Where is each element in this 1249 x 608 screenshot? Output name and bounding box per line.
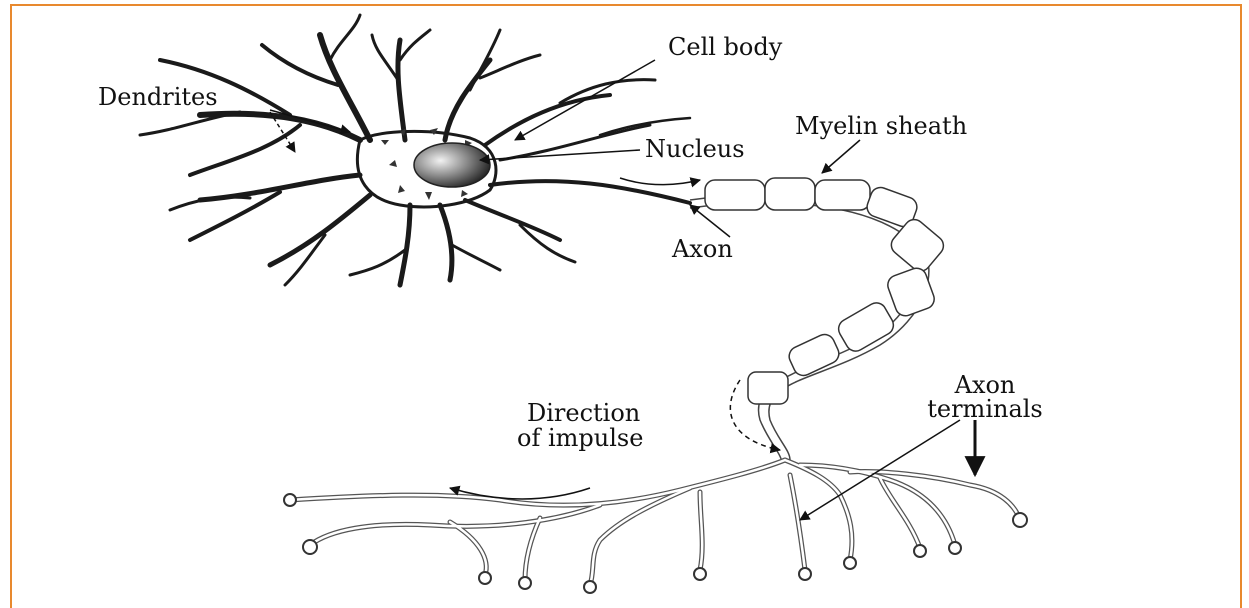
label-axon: Axon: [672, 236, 733, 262]
axon-terminals: [290, 460, 1020, 585]
label-myelin-sheath: Myelin sheath: [795, 113, 967, 139]
nucleus-shape: [414, 143, 490, 187]
dendrites: [140, 15, 690, 285]
label-axon-terminals-line2: terminals: [905, 396, 1065, 422]
label-nucleus: Nucleus: [645, 136, 745, 162]
label-dendrites: Dendrites: [98, 84, 218, 110]
label-direction-line1: Direction: [527, 400, 640, 426]
label-direction-line2: of impulse: [517, 425, 643, 451]
label-cell-body: Cell body: [668, 34, 782, 60]
